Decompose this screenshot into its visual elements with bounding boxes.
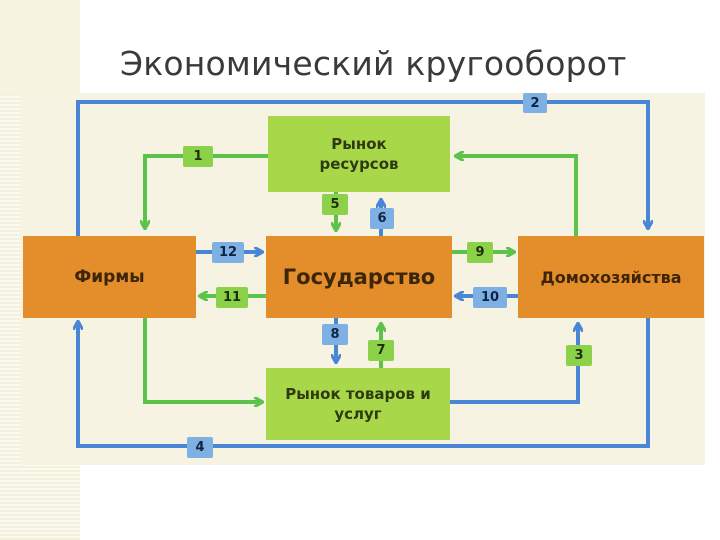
flow-1-tag: 1 (183, 146, 213, 167)
goods-market-box: Рынок товаров и услуг (266, 368, 450, 440)
flow-3-arrow (450, 324, 578, 404)
flow-9-tag: 9 (467, 242, 493, 263)
firms-box: Фирмы (23, 236, 196, 318)
flow-7-tag: 7 (368, 340, 394, 361)
flow-2-arrow (76, 100, 648, 236)
flow-12-tag: 12 (212, 242, 244, 263)
state-label: Государство (282, 265, 436, 289)
decorative-left-strip-top (0, 0, 80, 95)
firms-to-goods-market-arrow (143, 318, 262, 402)
slide-title: Экономический кругооборот (120, 44, 627, 83)
flow-3-tag: 3 (566, 345, 592, 366)
households-to-resource-market-arrow (456, 156, 578, 236)
resource-market-label: Рынок ресурсов (319, 135, 399, 173)
flow-4-arrow (78, 318, 650, 448)
flow-1-arrow (145, 154, 268, 228)
flow-8-tag: 8 (322, 324, 348, 345)
flow-11-tag: 11 (216, 287, 248, 308)
flow-6-tag: 6 (370, 208, 394, 229)
resource-market-box: Рынок ресурсов (268, 116, 450, 192)
flow-2-tag: 2 (523, 93, 547, 113)
firms-label: Фирмы (74, 267, 145, 287)
households-label: Домохозяйства (540, 267, 682, 287)
goods-market-label: Рынок товаров и услуг (285, 385, 431, 423)
households-box: Домохозяйства (518, 236, 704, 318)
flow-5-tag: 5 (322, 194, 348, 215)
flow-4-tag: 4 (187, 437, 213, 458)
state-box: Государство (266, 236, 452, 318)
flow-10-tag: 10 (473, 287, 507, 308)
